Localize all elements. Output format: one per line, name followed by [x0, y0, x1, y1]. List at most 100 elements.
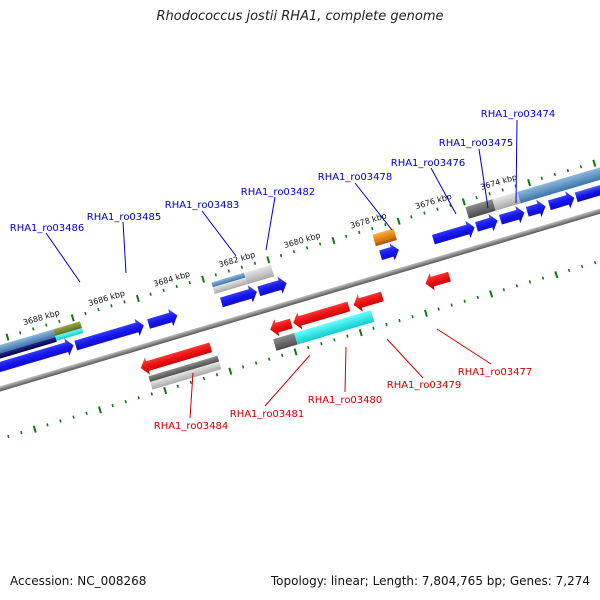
- gene-arrow-reverse[interactable]: [291, 298, 352, 332]
- gene-label-ro03484[interactable]: RHA1_ro03484: [154, 421, 229, 432]
- feature-bar: [211, 272, 246, 288]
- scale-tick: [293, 348, 298, 356]
- scale-tick: [280, 353, 284, 358]
- scale-tick: [228, 367, 233, 375]
- scale-tick: [475, 195, 478, 200]
- feature-bar: [0, 336, 57, 375]
- scale-tick: [240, 265, 244, 269]
- gene-label-ro03480[interactable]: RHA1_ro03480: [308, 395, 383, 406]
- gene-arrow-forward[interactable]: [378, 241, 401, 264]
- scale-tick: [58, 319, 61, 323]
- feature-bar: [372, 228, 397, 244]
- scale-tick: [85, 411, 88, 415]
- gene-label-ro03482[interactable]: RHA1_ro03482: [241, 187, 316, 198]
- gene-arrow-forward[interactable]: [474, 212, 500, 236]
- scale-tick: [541, 276, 545, 280]
- scale-tick: [371, 226, 374, 231]
- scale-tick: [384, 223, 387, 227]
- scale-tick: [254, 361, 258, 365]
- scale-tick: [123, 300, 126, 304]
- scale-tick: [267, 357, 271, 361]
- gene-arrow-reverse[interactable]: [268, 315, 294, 339]
- gene-arrow-forward[interactable]: [498, 204, 527, 228]
- gene-arrow-forward[interactable]: [574, 185, 600, 203]
- scale-tick: [527, 178, 532, 187]
- scale-tick: [227, 269, 231, 273]
- gene-arrow-reverse[interactable]: [423, 268, 452, 292]
- gene-arrow-forward[interactable]: [73, 317, 146, 354]
- gene-arrow-forward[interactable]: [0, 337, 76, 391]
- feature-bar: [243, 264, 275, 285]
- scale-tick: [411, 315, 414, 319]
- scale-tick: [396, 217, 401, 225]
- scale-tick: [579, 165, 583, 169]
- genome-summary-text: Topology: linear; Length: 7,804,765 bp; …: [270, 574, 590, 588]
- gene-label-ro03474[interactable]: RHA1_ro03474: [481, 109, 556, 120]
- feature-bar: [55, 328, 84, 341]
- gene-label-ro03478[interactable]: RHA1_ro03478: [318, 172, 393, 183]
- accession-text: Accession: NC_008268: [10, 574, 147, 588]
- scale-tick: [461, 198, 466, 206]
- gene-arrow-forward[interactable]: [256, 274, 289, 299]
- kbp-label: 3686 kbp: [87, 289, 126, 308]
- scale-tick: [567, 268, 571, 273]
- scale-tick: [476, 295, 479, 300]
- gene-arrow-forward[interactable]: [525, 198, 548, 221]
- scale-tick: [215, 372, 219, 377]
- scale-tick: [241, 365, 245, 369]
- scale-tick: [45, 323, 48, 327]
- scale-tick: [189, 380, 193, 385]
- gene-arrow-forward[interactable]: [219, 283, 260, 311]
- feature-bar: [273, 333, 298, 351]
- gene-arrow-forward[interactable]: [431, 219, 477, 248]
- scale-tick: [305, 246, 309, 250]
- forward-genes: [0, 185, 600, 391]
- gene-label-ro03479[interactable]: RHA1_ro03479: [387, 380, 462, 391]
- scale-tick: [201, 275, 206, 283]
- scale-tick: [540, 176, 543, 180]
- scale-tick: [59, 419, 62, 423]
- scale-tick: [19, 331, 22, 335]
- kbp-label: 3676 kbp: [414, 192, 453, 211]
- gene-label-ro03486[interactable]: RHA1_ro03486: [10, 223, 85, 234]
- scale-tick: [333, 338, 336, 342]
- scale-tick: [202, 376, 206, 381]
- gene-label-ro03483[interactable]: RHA1_ro03483: [165, 200, 240, 211]
- gene-label-ro03485[interactable]: RHA1_ro03485: [87, 212, 162, 223]
- scale-tick: [72, 415, 75, 419]
- scale-tick: [450, 303, 453, 307]
- gene-arrow-reverse[interactable]: [138, 339, 213, 377]
- scale-tick: [580, 264, 584, 269]
- scale-tick: [554, 271, 559, 279]
- gene-label-ro03477[interactable]: RHA1_ro03477: [458, 367, 533, 378]
- scale-tick: [436, 207, 439, 211]
- scale-tick: [32, 425, 37, 433]
- scale-tick: [566, 168, 570, 173]
- feature-bar: [375, 237, 397, 247]
- scale-tick: [292, 250, 296, 254]
- feature-bar: [492, 191, 521, 211]
- scale-line-top: [5, 159, 597, 341]
- kbp-label: 3682 kbp: [218, 250, 257, 269]
- scale-tick: [5, 333, 10, 341]
- scale-tick: [372, 326, 375, 330]
- scale-tick: [424, 309, 428, 317]
- scale-tick: [307, 345, 310, 350]
- scale-tick: [318, 242, 322, 246]
- gene-arrow-reverse[interactable]: [351, 288, 385, 314]
- scale-tick: [20, 430, 23, 435]
- gene-arrow-forward[interactable]: [547, 189, 577, 214]
- feature-bar: [150, 361, 222, 390]
- scale-tick: [437, 307, 440, 311]
- scale-tick: [320, 342, 323, 346]
- scale-tick: [110, 304, 113, 308]
- feature-bar: [294, 310, 375, 345]
- gene-label-ro03476[interactable]: RHA1_ro03476: [391, 158, 466, 169]
- gene-label-ro03475[interactable]: RHA1_ro03475: [439, 138, 514, 149]
- gene-arrow-forward[interactable]: [146, 307, 180, 333]
- scale-line-bottom: [7, 260, 597, 439]
- kbp-label: 3684 kbp: [152, 269, 191, 288]
- scale-tick: [346, 334, 349, 338]
- gene-label-ro03481[interactable]: RHA1_ro03481: [230, 409, 305, 420]
- scale-tick: [449, 203, 452, 208]
